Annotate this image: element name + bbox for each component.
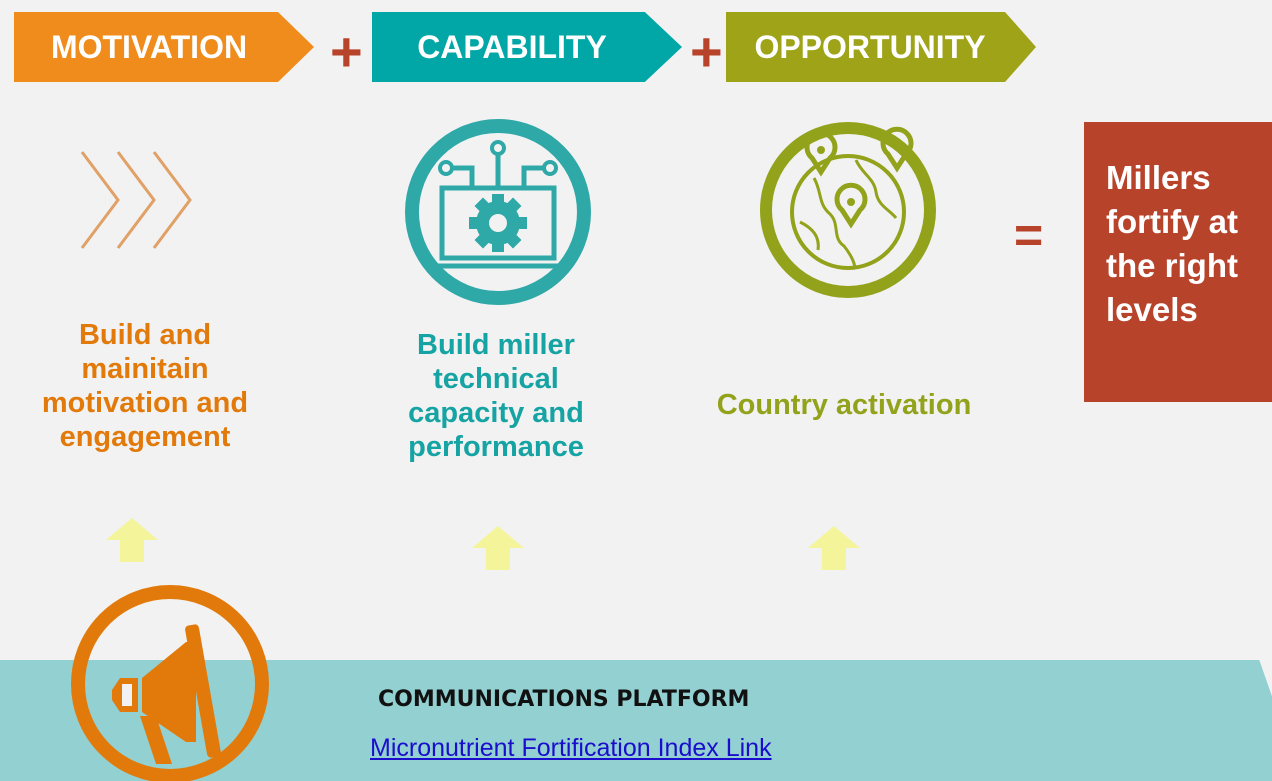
opportunity-label: OPPORTUNITY xyxy=(754,28,986,65)
equals-sign: = xyxy=(1014,207,1044,263)
capability-banner: CAPABILITY xyxy=(372,12,682,82)
motivation-label: MOTIVATION xyxy=(50,28,248,65)
capability-label: CAPABILITY xyxy=(417,28,607,65)
up-arrow-1 xyxy=(106,518,158,562)
megaphone-icon xyxy=(71,585,269,781)
chevrons-icon xyxy=(80,151,192,249)
opportunity-caption: Country activation xyxy=(716,389,972,421)
plus-sign-1: + xyxy=(330,20,363,83)
plus-sign-2: + xyxy=(690,20,723,83)
motivation-banner: MOTIVATION xyxy=(14,12,314,82)
laptop-gear-icon xyxy=(405,119,591,305)
opportunity-banner: OPPORTUNITY xyxy=(726,12,1036,82)
platform-title: COMMUNICATIONS PLATFORM xyxy=(378,687,750,712)
up-arrow-3 xyxy=(808,526,860,570)
up-arrow-2 xyxy=(472,526,524,570)
globe-map-icon xyxy=(760,122,936,298)
result-text: Millers fortify at the right levels xyxy=(1106,159,1238,328)
fortification-index-link[interactable]: Micronutrient Fortification Index Link xyxy=(370,734,772,762)
motivation-caption: Build and mainitain motivation and engag… xyxy=(41,319,249,453)
capability-caption: Build miller technical capacity and perf… xyxy=(408,329,584,463)
result-box: Millers fortify at the right levels xyxy=(1084,122,1272,402)
